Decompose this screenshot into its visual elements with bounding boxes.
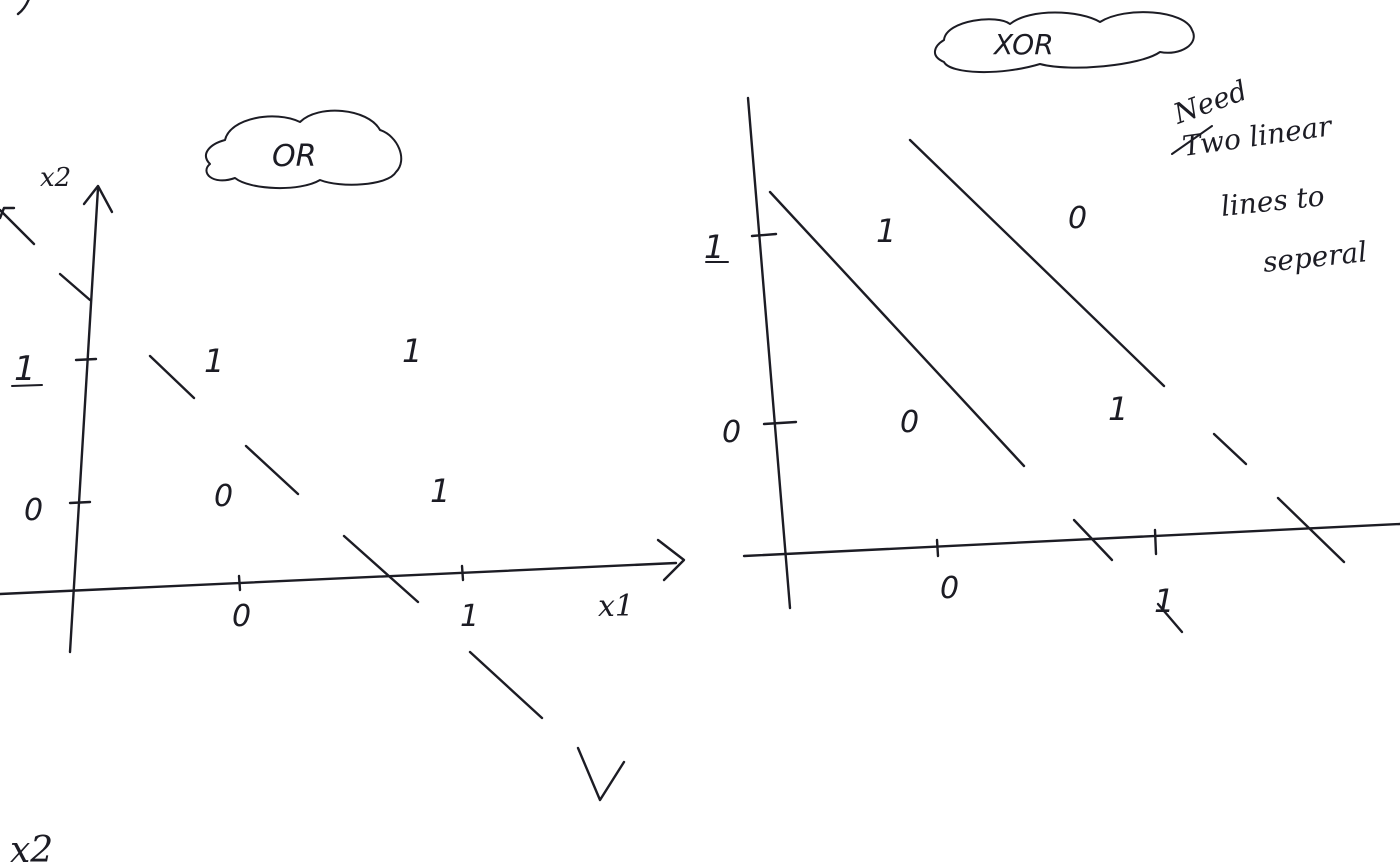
xor-point-1-0: 1 bbox=[1108, 390, 1128, 428]
or-x-tick-0 bbox=[237, 574, 242, 592]
xor-separating-line-2 bbox=[908, 138, 1346, 564]
or-y-axis-label: x2 bbox=[40, 163, 71, 193]
xor-y-tick-label-1: 1 bbox=[704, 228, 724, 266]
or-y-tick-0 bbox=[68, 500, 92, 505]
or-title-cloud bbox=[205, 109, 403, 189]
or-diagram: OR x2 x1 1 0 0 1 1 1 0 1 bbox=[0, 109, 686, 802]
xor-x-tick-1 bbox=[1153, 528, 1158, 556]
or-y-tick-1 bbox=[74, 357, 98, 362]
or-y-axis-arrowhead bbox=[82, 184, 114, 214]
or-title: OR bbox=[272, 139, 316, 174]
xor-x-tick-label-1: 1 bbox=[1154, 582, 1174, 620]
xor-y-tick-0 bbox=[762, 420, 798, 426]
or-point-0-1: 1 bbox=[204, 342, 224, 380]
xor-title: XOR bbox=[992, 28, 1054, 61]
or-y-tick-label-1: 1 bbox=[14, 349, 36, 389]
xor-x-tick-0 bbox=[935, 538, 940, 558]
or-separating-line-arrowhead bbox=[576, 746, 626, 802]
xor-side-note: Need Two linear lines to seperal bbox=[1168, 74, 1368, 279]
xor-note-strike bbox=[1171, 125, 1213, 155]
or-x-axis-arrowhead bbox=[656, 538, 686, 582]
xor-y-axis bbox=[746, 96, 792, 610]
or-x-axis bbox=[0, 561, 678, 596]
or-point-1-0: 1 bbox=[430, 472, 450, 510]
edge-scribble bbox=[16, 0, 30, 16]
corner-mark: x2 bbox=[10, 830, 53, 862]
xor-y-tick-label-0: 0 bbox=[722, 415, 741, 450]
or-x-tick-label-0: 0 bbox=[232, 599, 251, 634]
xor-point-0-0: 0 bbox=[900, 405, 919, 440]
xor-note-line-3: lines to bbox=[1219, 179, 1326, 223]
or-y-tick-underline bbox=[11, 384, 43, 387]
or-x-tick-label-1: 1 bbox=[460, 599, 479, 634]
or-x-axis-label: x1 bbox=[598, 589, 634, 624]
xor-separating-line-1 bbox=[768, 190, 1184, 634]
or-point-0-0: 0 bbox=[214, 479, 233, 514]
xor-point-1-1: 0 bbox=[1068, 201, 1087, 236]
xor-point-0-1: 1 bbox=[876, 212, 896, 250]
or-y-tick-label-0: 0 bbox=[24, 493, 43, 528]
xor-x-axis bbox=[742, 522, 1400, 558]
or-x-tick-1 bbox=[460, 564, 465, 582]
xor-x-tick-label-0: 0 bbox=[940, 571, 959, 606]
or-separating-line bbox=[0, 206, 544, 720]
xor-y-tick-1 bbox=[750, 232, 778, 238]
xor-note-line-4: seperal bbox=[1261, 235, 1368, 279]
or-y-axis bbox=[68, 186, 100, 654]
or-point-1-1: 1 bbox=[402, 332, 422, 370]
xor-title-cloud bbox=[934, 11, 1195, 74]
xor-diagram: XOR 1 0 0 1 1 0 0 1 bbox=[704, 11, 1400, 634]
